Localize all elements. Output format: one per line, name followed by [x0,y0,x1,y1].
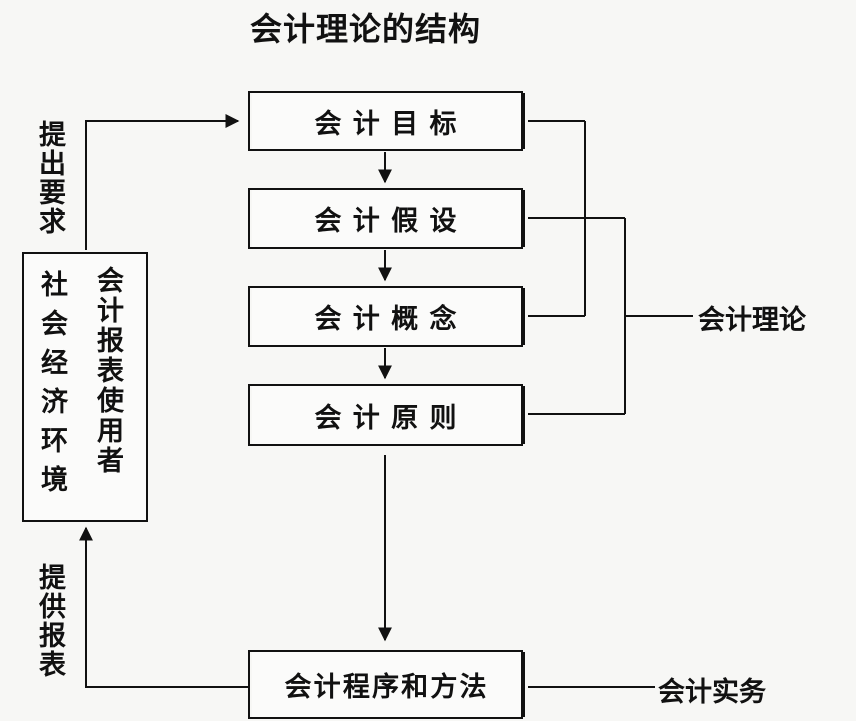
concepts-box: 会计概念 [248,286,523,347]
principles-label: 会计原则 [314,402,468,434]
theory-label: 会计理论 [698,305,806,336]
reports-label: 提供报表 [34,563,65,679]
environment-left-column: 社会经济环境 [36,270,67,504]
requirements-label: 提出要求 [34,120,65,236]
assumptions-label: 会计假设 [314,206,468,237]
environment-box: 社会经济环境 会计报表使用者 [22,252,148,522]
objectives-label: 会计目标 [314,108,468,140]
objectives-box: 会计目标 [248,91,523,151]
diagram-title: 会计理论的结构 [250,10,482,48]
procedures-label: 会计程序和方法 [284,672,489,703]
environment-right-column: 会计报表使用者 [92,266,123,476]
concepts-label: 会计概念 [314,304,468,335]
assumptions-box: 会计假设 [248,188,523,249]
requirement-arrow [85,114,240,250]
principles-box: 会计原则 [248,384,523,446]
report-arrow [79,526,248,688]
practice-label: 会计实务 [658,677,766,708]
procedures-box: 会计程序和方法 [248,650,523,719]
